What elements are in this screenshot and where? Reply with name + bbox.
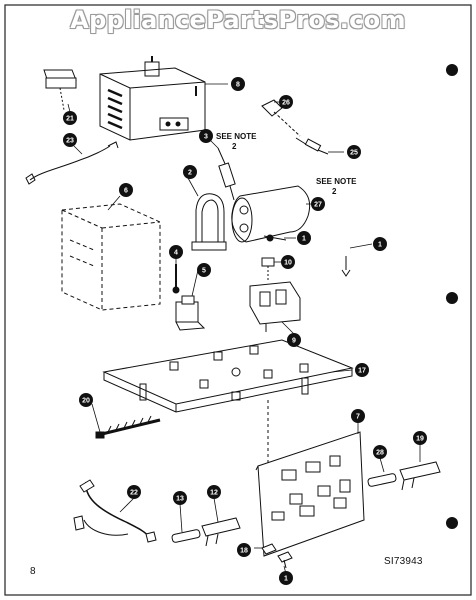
callout-bubble-1 (279, 571, 293, 585)
callout-label-5: 5 (202, 268, 206, 275)
callout-bubble-1 (297, 231, 311, 245)
fuse-holder-right-part (399, 461, 441, 491)
leader-lines (67, 83, 421, 575)
connector-block-part (43, 69, 77, 111)
callout-label-3: 3 (204, 134, 208, 141)
screw-part-right (341, 256, 351, 277)
thermal-fuse-part (217, 147, 236, 201)
callout-label-1: 1 (378, 242, 382, 249)
callout-bubble-18 (237, 543, 251, 557)
page-number: 8 (30, 566, 36, 577)
callout-bubble-9 (287, 333, 301, 347)
callout-bubble-28 (373, 445, 387, 459)
callout-bubble-4 (169, 245, 183, 259)
binder-hole-top (446, 64, 458, 76)
wire-harness-part (73, 479, 157, 543)
note-line-1: SEE NOTE (216, 132, 257, 141)
callout-label-27: 27 (314, 202, 322, 209)
callout-bubble-25 (347, 145, 361, 159)
callout-label-12: 12 (210, 490, 218, 497)
callout-bubble-7 (351, 409, 365, 423)
callout-label-13: 13 (176, 496, 184, 503)
callout-bubble-22 (127, 485, 141, 499)
note-labels: SEE NOTE 2 SEE NOTE 2 (216, 132, 357, 196)
callout-label-10: 10 (284, 260, 292, 267)
callout-label-26: 26 (282, 100, 290, 107)
control-board-part (255, 431, 365, 557)
callout-label-18: 18 (240, 548, 248, 555)
callout-bubble-8 (231, 77, 245, 91)
diagram-code: SI73943 (384, 556, 423, 567)
callout-label-4: 4 (174, 250, 178, 257)
callout-bubble-12 (207, 485, 221, 499)
screw-part (172, 264, 180, 294)
callout-bubble-6 (119, 183, 133, 197)
callout-bubble-27 (311, 197, 325, 211)
binder-hole-middle (446, 292, 458, 304)
long-screw-part (95, 415, 161, 439)
callout-label-21: 21 (66, 116, 74, 123)
binder-hole-bottom (446, 517, 458, 529)
callout-bubble-3 (199, 129, 213, 143)
clip-part (261, 543, 277, 555)
callout-label-6: 6 (124, 188, 128, 195)
note-line-2: 2 (232, 142, 237, 151)
relay-part (175, 295, 206, 331)
diode-part (295, 137, 329, 155)
callout-bubble-1 (373, 237, 387, 251)
high-voltage-capacitor-part (231, 185, 311, 243)
callout-label-20: 20 (82, 398, 90, 405)
callout-bubble-19 (413, 431, 427, 445)
callout-bubble-2 (183, 165, 197, 179)
callout-label-8: 8 (236, 82, 240, 89)
note-line-3: SEE NOTE (316, 177, 357, 186)
fuse-part-left (171, 529, 201, 543)
transformer-part (61, 203, 161, 311)
page-border (4, 4, 472, 596)
callout-label-22: 22 (130, 490, 138, 497)
callout-label-28: 28 (376, 450, 384, 457)
callout-label-7: 7 (356, 414, 360, 421)
callout-label-1: 1 (302, 236, 306, 243)
callout-label-19: 19 (416, 436, 424, 443)
wire-lead-part (25, 141, 119, 185)
terminal-part (261, 257, 275, 280)
note-line-4: 2 (332, 187, 337, 196)
callout-label-2: 2 (188, 170, 192, 177)
callout-bubble-5 (197, 263, 211, 277)
callout-label-1: 1 (284, 576, 288, 583)
callout-bubble-23 (63, 133, 77, 147)
callout-bubble-21 (63, 111, 77, 125)
callout-label-9: 9 (292, 338, 296, 345)
callout-bubble-10 (281, 255, 295, 269)
callout-label-17: 17 (358, 368, 366, 375)
callout-bubble-13 (173, 491, 187, 505)
capacitor-strap-part (191, 193, 227, 251)
screw-part-bottom (277, 551, 293, 569)
watermark-text: AppliancePartsPros.com (70, 6, 406, 34)
bracket-part (261, 99, 301, 137)
fuse-holder-left-part (201, 517, 241, 547)
screw-part-center (263, 234, 287, 242)
switch-assembly-part (249, 281, 301, 332)
callout-label-25: 25 (350, 150, 358, 157)
magnetron-part (99, 56, 206, 141)
callout-bubble-26 (279, 95, 293, 109)
callout-bubble-20 (79, 393, 93, 407)
fuse-part (367, 473, 397, 487)
callout-label-23: 23 (66, 138, 74, 145)
chassis-plate-part (102, 339, 354, 413)
callout-bubble-17 (355, 363, 369, 377)
